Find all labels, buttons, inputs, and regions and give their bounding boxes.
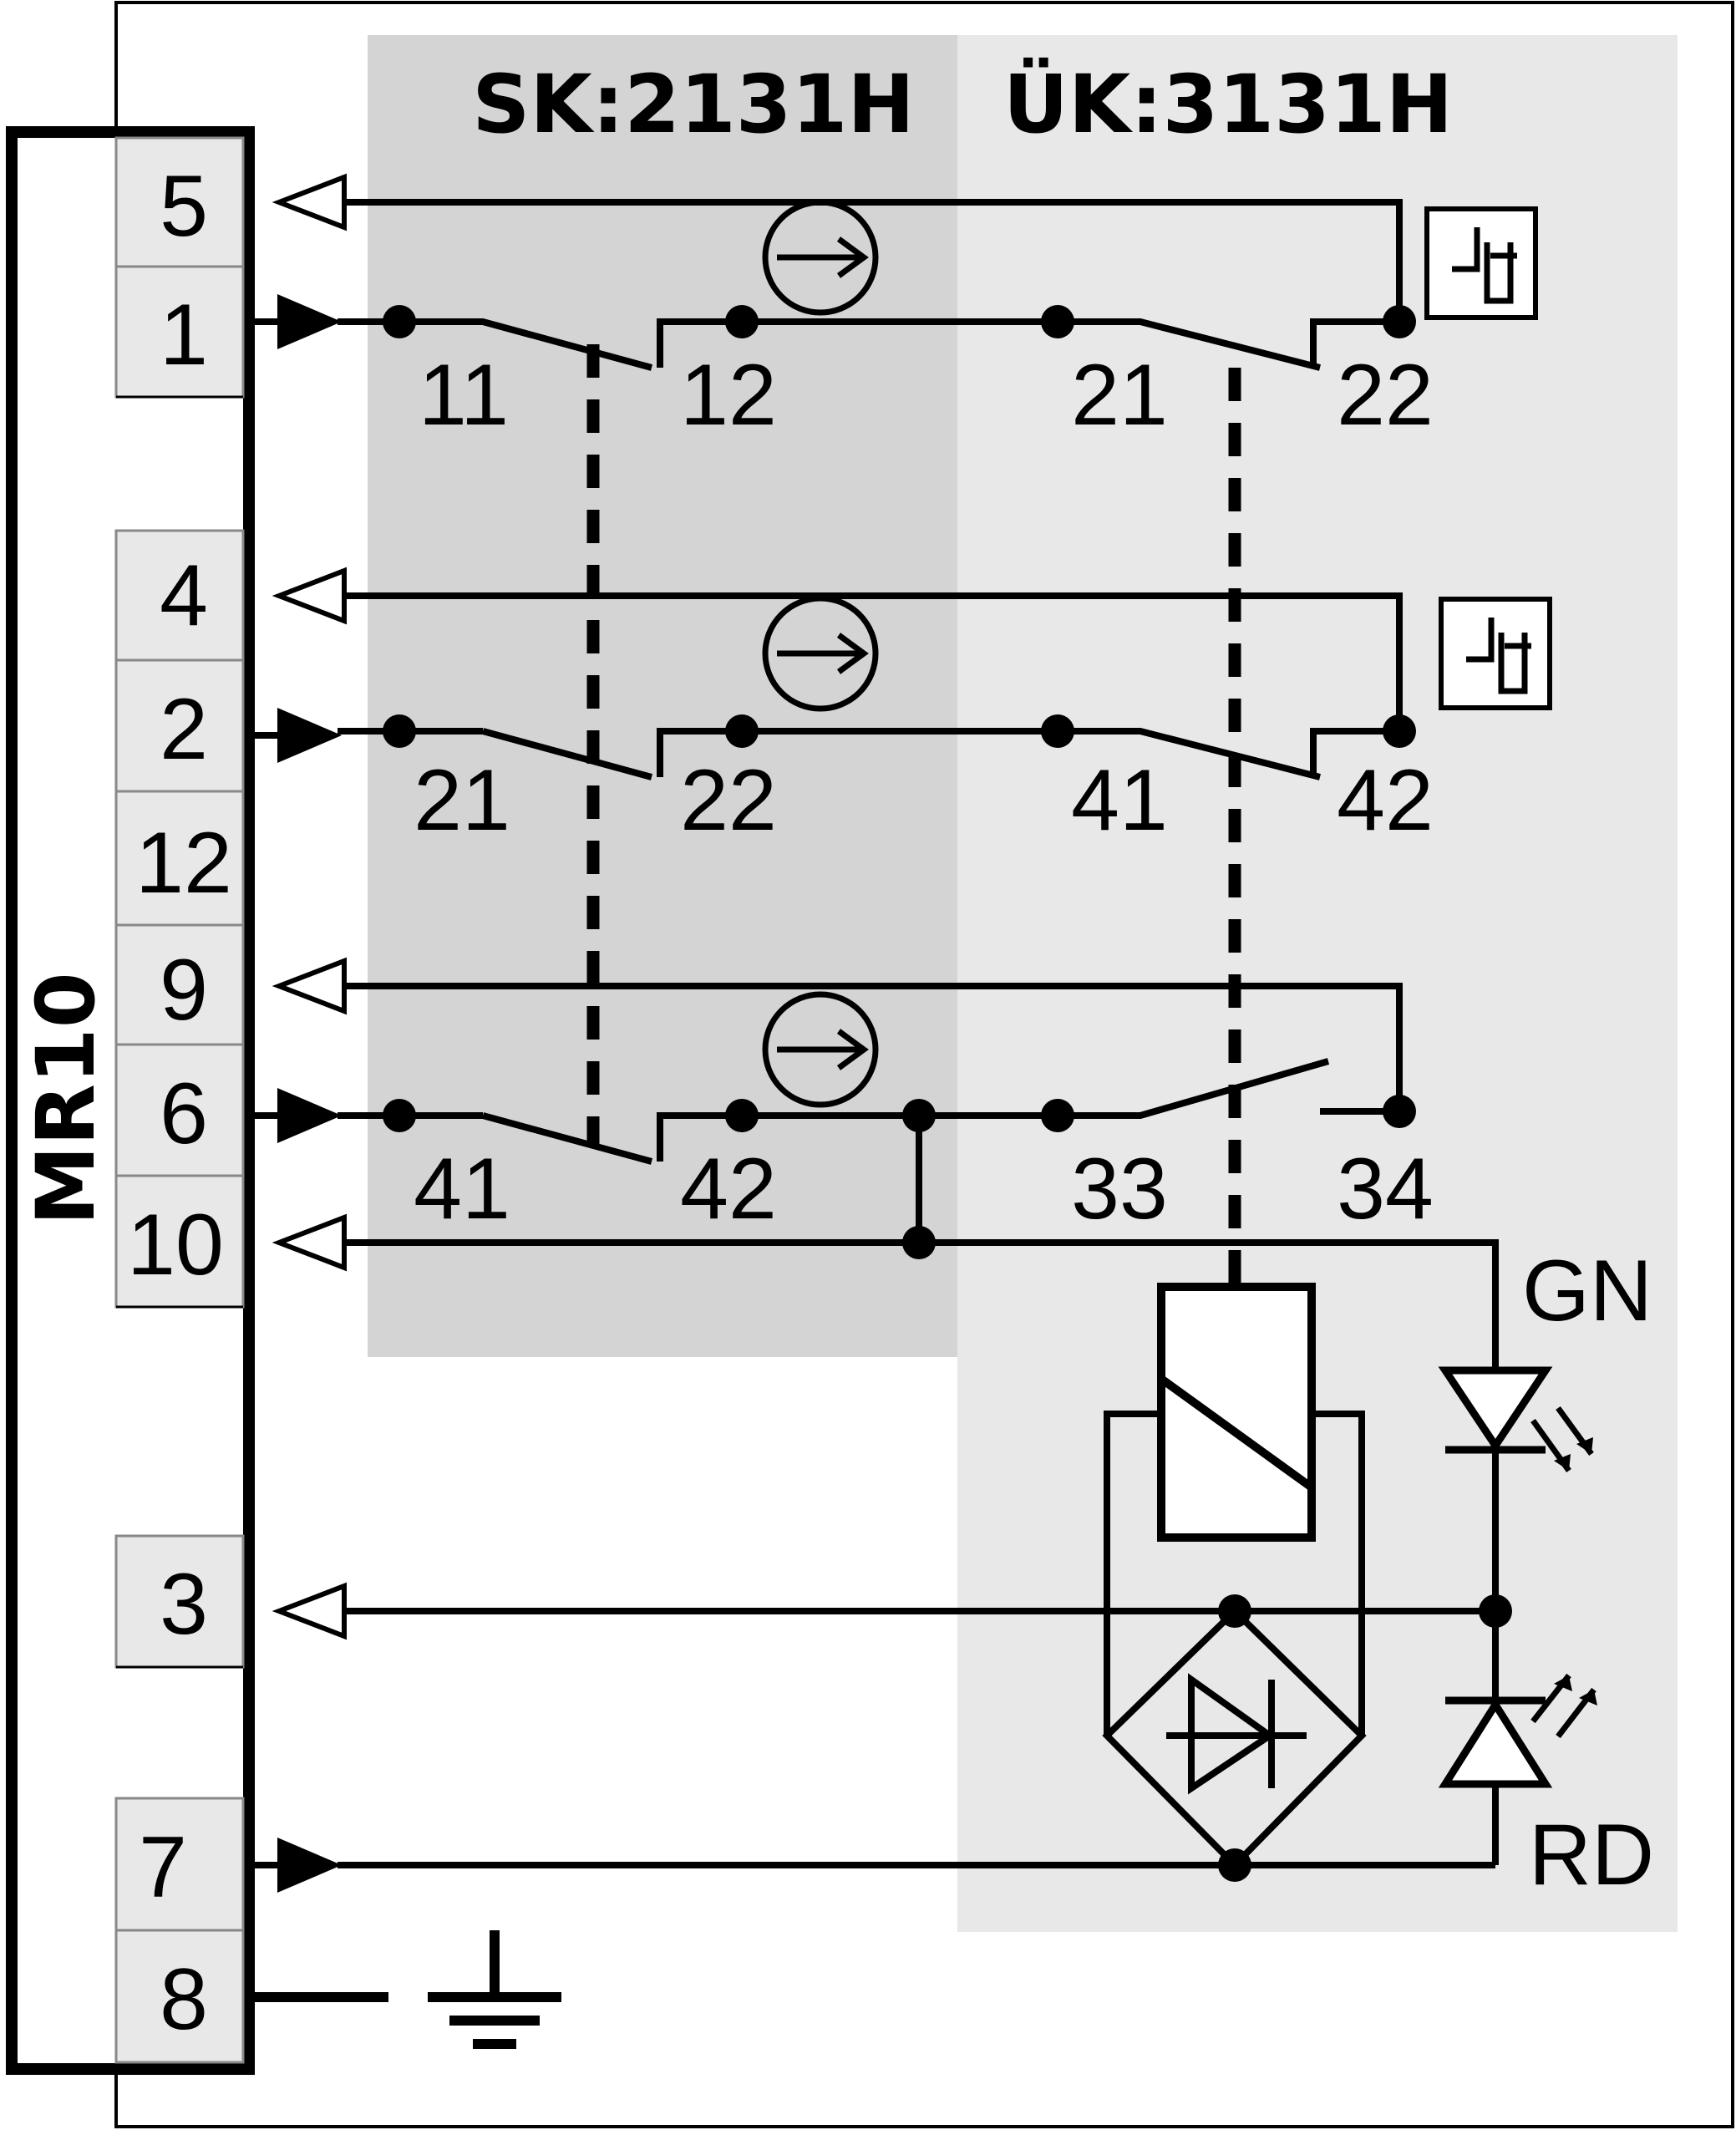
contact-41: 41 bbox=[1071, 752, 1168, 849]
contact-21: 21 bbox=[1071, 347, 1168, 444]
contact-41b: 41 bbox=[414, 1141, 510, 1238]
contact-22: 22 bbox=[1337, 347, 1434, 444]
contact-34: 34 bbox=[1337, 1141, 1434, 1238]
row3-wiring bbox=[338, 983, 1499, 1868]
contact-42b: 42 bbox=[680, 1141, 777, 1238]
relay-coil-icon bbox=[1104, 1283, 1365, 1736]
rectifier-nodes bbox=[1218, 1594, 1512, 1882]
pin-9: 9 bbox=[160, 942, 208, 1039]
mechanical-interlock-icon bbox=[1441, 599, 1550, 708]
uk-label: ÜK:3131H bbox=[1003, 57, 1453, 151]
pin-cell-borders bbox=[116, 395, 243, 1669]
pin-cells bbox=[114, 136, 245, 2064]
pin-1: 1 bbox=[160, 287, 208, 384]
contact-11: 11 bbox=[419, 347, 509, 444]
pin-6: 6 bbox=[160, 1065, 208, 1162]
led-red-icon bbox=[1438, 1673, 1597, 1788]
pin-4: 4 bbox=[160, 547, 208, 644]
contact-42: 42 bbox=[1337, 752, 1434, 849]
output-arrow-icons bbox=[272, 173, 347, 1640]
pin-5: 5 bbox=[160, 158, 208, 255]
pin-10: 10 bbox=[127, 1197, 224, 1294]
sk-label: SK:2131H bbox=[472, 58, 914, 151]
row2-wiring bbox=[338, 592, 1403, 780]
pin-12: 12 bbox=[135, 815, 232, 912]
led-green-label: GN bbox=[1522, 1243, 1652, 1340]
row1-nodes bbox=[383, 305, 1416, 338]
connector-name: MR10 bbox=[19, 972, 113, 1225]
pin-8: 8 bbox=[160, 1951, 208, 2048]
contact-21b: 21 bbox=[414, 752, 510, 849]
pin-2: 2 bbox=[160, 681, 208, 778]
pin-3: 3 bbox=[160, 1556, 208, 1653]
pin-7: 7 bbox=[139, 1819, 187, 1916]
row2-nodes bbox=[383, 714, 1416, 748]
contact-22b: 22 bbox=[680, 752, 777, 849]
contact-33: 33 bbox=[1071, 1141, 1168, 1238]
row3-nodes bbox=[383, 1095, 1416, 1259]
pin-stubs bbox=[249, 318, 279, 1868]
mechanical-interlock-icon bbox=[1427, 209, 1535, 318]
led-green-icon bbox=[1438, 1366, 1594, 1473]
contact-12: 12 bbox=[680, 347, 777, 444]
led-red-label: RD bbox=[1529, 1807, 1654, 1904]
ground-icon bbox=[249, 1930, 561, 2049]
